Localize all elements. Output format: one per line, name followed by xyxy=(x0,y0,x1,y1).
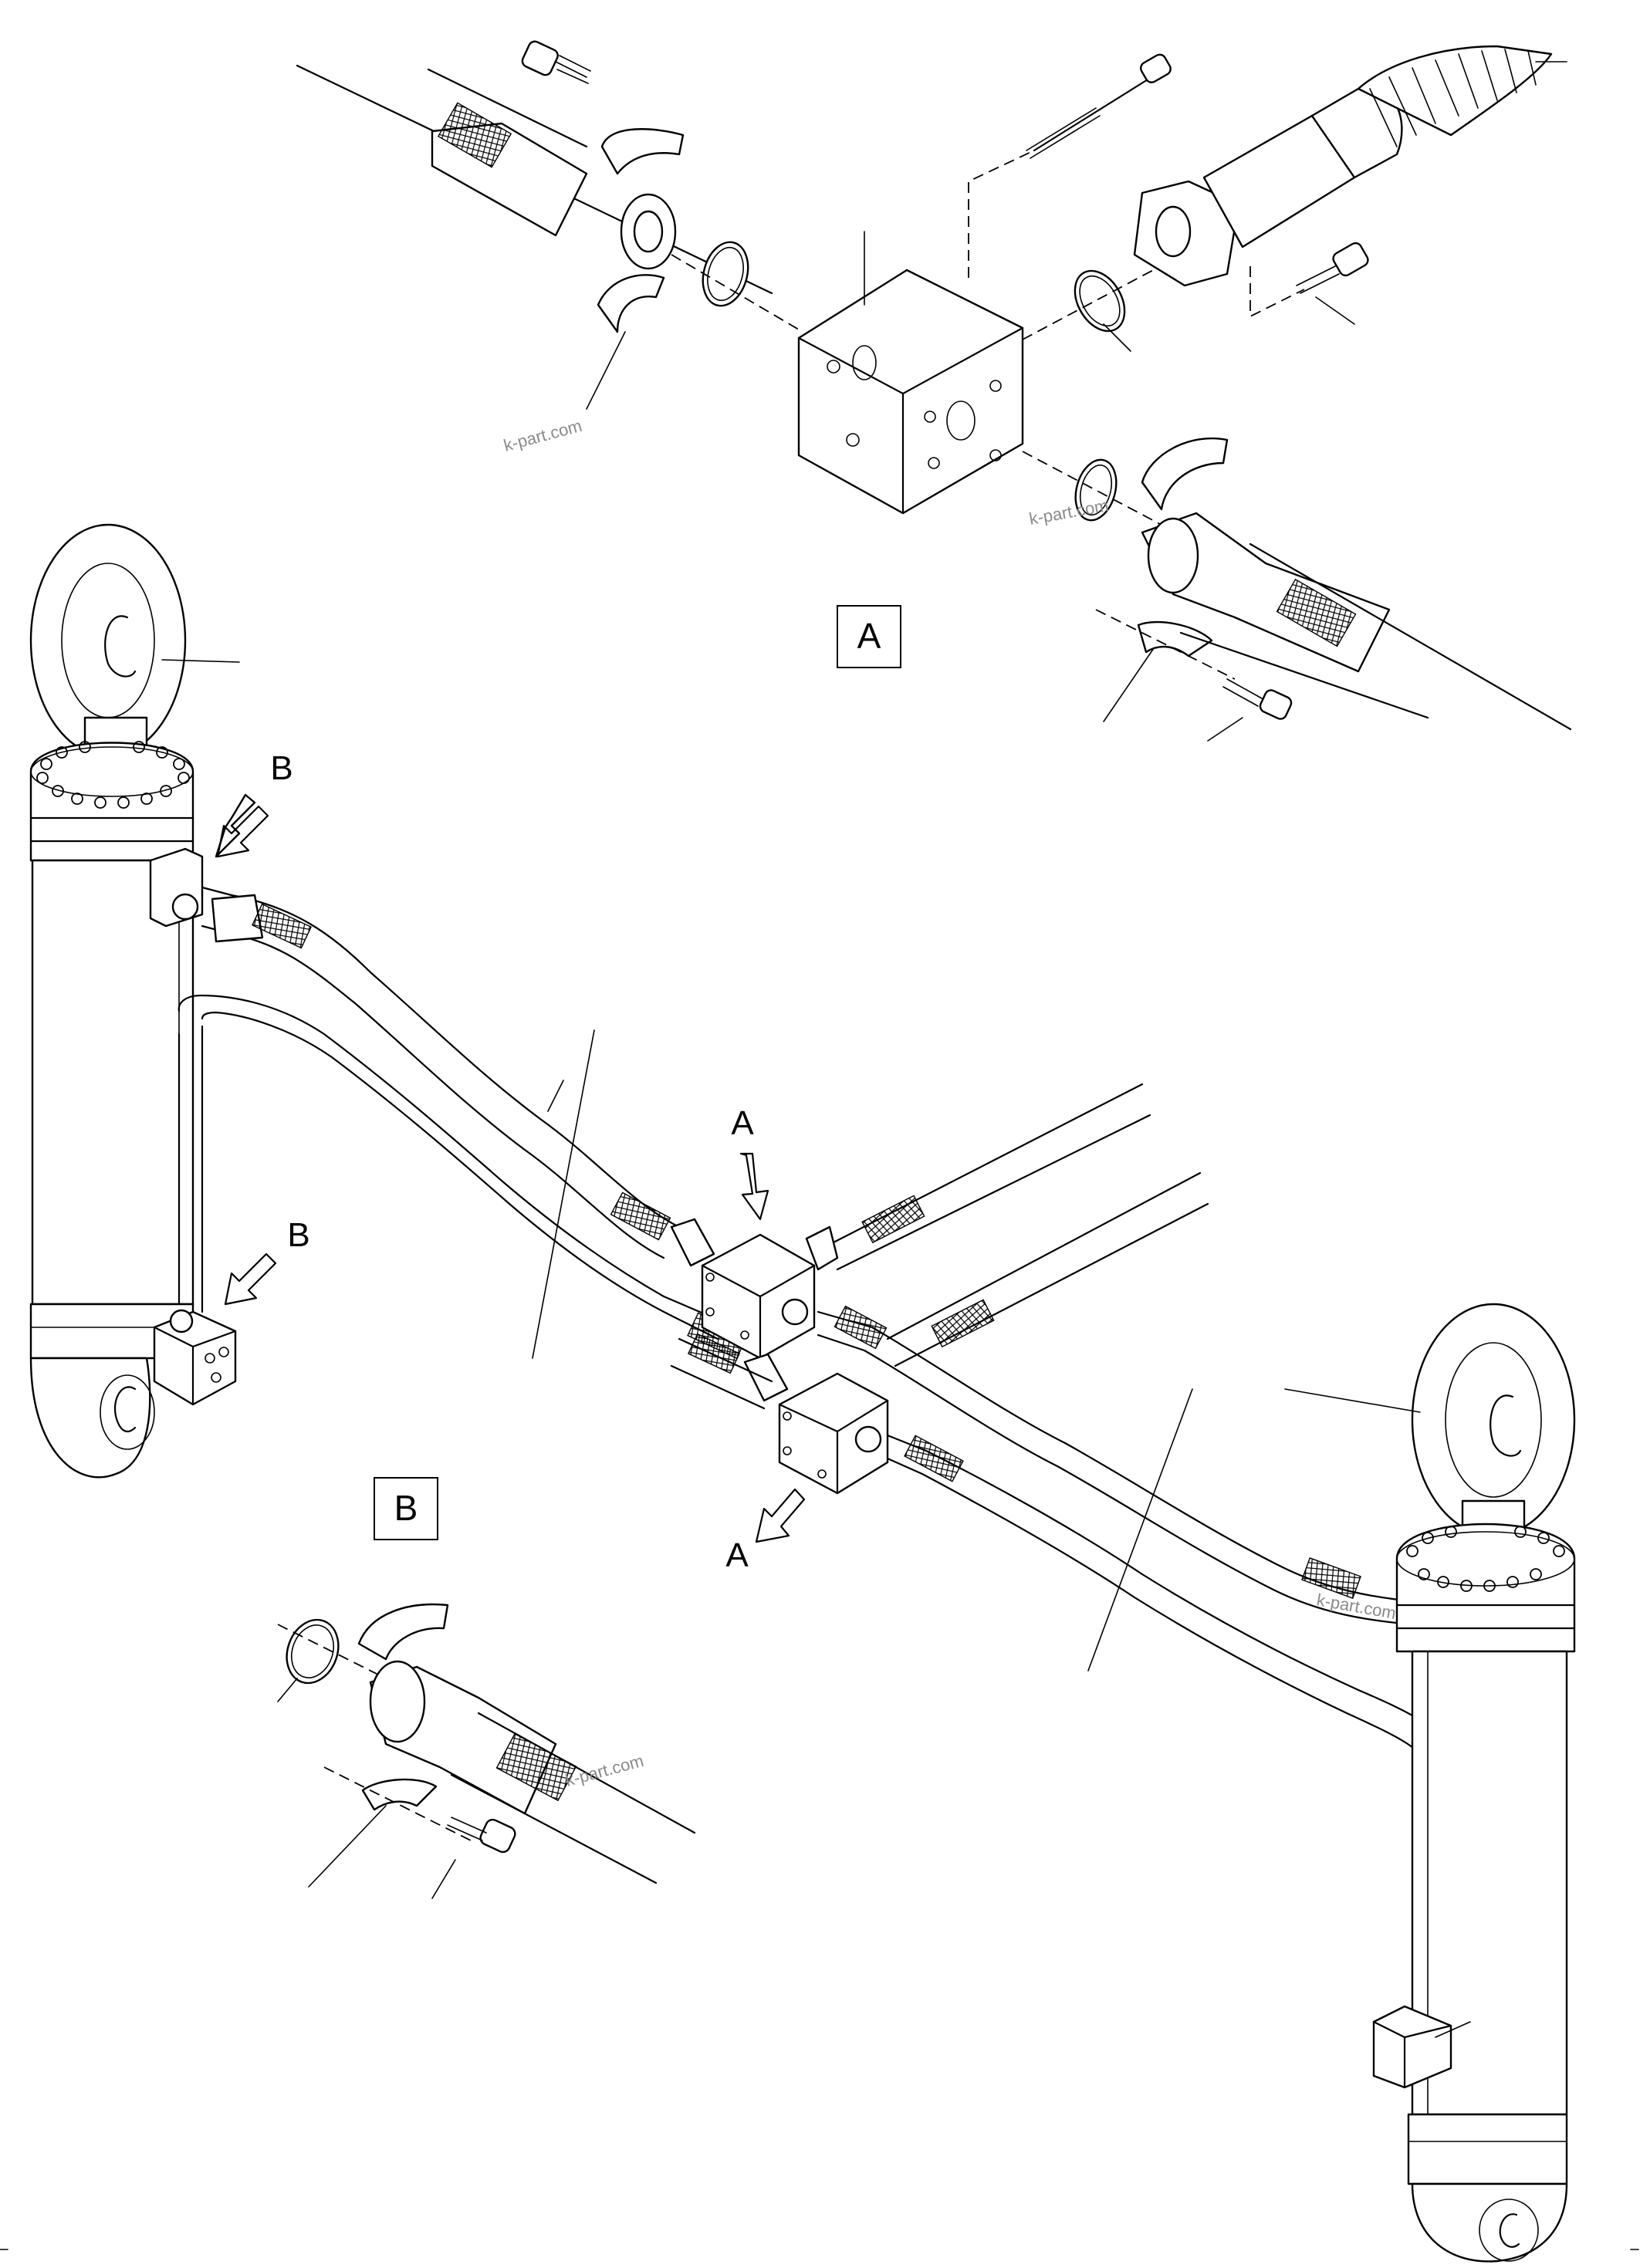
split-flange-half-lower-right-top xyxy=(1141,437,1229,511)
detail-a-label: A xyxy=(857,616,881,656)
arrow-b-upper: B xyxy=(215,749,293,858)
cap-screw-detail-b xyxy=(447,1817,516,1854)
o-ring-lower-right xyxy=(1074,458,1118,522)
arrow-a-lower-label: A xyxy=(725,1536,749,1574)
watermark-4: k-part.com xyxy=(563,1751,646,1790)
port-block-left-lower xyxy=(153,1309,237,1406)
manifold-block xyxy=(797,269,1024,515)
split-flange-half-lower-right-bottom xyxy=(1137,620,1213,657)
hose-assembly-main: A A xyxy=(178,886,1460,2008)
split-flange-half-detail-b-lower xyxy=(361,1778,438,1811)
arrow-a-lower: A xyxy=(725,1488,806,1574)
hydraulic-cylinder-right xyxy=(1284,1303,1576,2263)
manifold-block-lower-center xyxy=(743,1353,889,1495)
detail-a-exploded-view: A xyxy=(296,40,1572,742)
watermark-1: k-part.com xyxy=(502,416,584,455)
arrow-b-lower: B xyxy=(224,1216,310,1306)
hose-fitting-right-flanged xyxy=(1133,45,1567,287)
arrow-a-upper-label: A xyxy=(731,1104,754,1142)
detail-b-exploded-view: B xyxy=(277,1477,696,1899)
bolt-top-left xyxy=(521,40,591,84)
cap-screw-right xyxy=(1296,242,1369,294)
cap-screw-lower-right xyxy=(1222,678,1293,720)
detail-b-label-box xyxy=(374,1477,438,1540)
arrow-b-upper-label: B xyxy=(270,749,292,787)
split-flange-half-lower xyxy=(597,274,665,333)
o-ring-detail-b xyxy=(286,1618,340,1685)
long-bolt xyxy=(1026,53,1172,159)
o-ring-right xyxy=(1074,269,1126,333)
manifold-block-upper-center xyxy=(670,1218,839,1360)
watermark-2: k-part.com xyxy=(1028,495,1111,529)
hose-fitting-left xyxy=(431,102,677,270)
split-flange-half-detail-b-upper xyxy=(357,1603,449,1661)
detail-b-label: B xyxy=(394,1488,418,1528)
split-flange-half-upper xyxy=(600,128,685,175)
hydraulic-cylinder-left xyxy=(29,523,240,1479)
arrow-b-lower-label: B xyxy=(287,1216,309,1254)
detail-a-label-box xyxy=(837,605,901,668)
arrow-a-upper: A xyxy=(731,1104,769,1221)
port-block-left-upper xyxy=(149,847,204,928)
